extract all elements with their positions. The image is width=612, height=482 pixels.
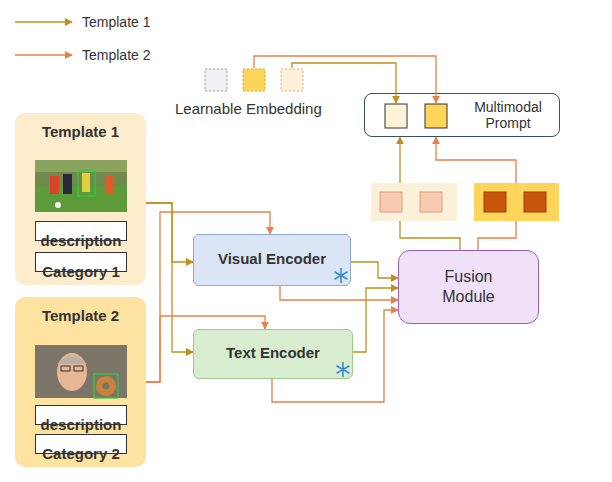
embedding-token [281, 69, 303, 91]
node-label: Visual Encoder [218, 250, 326, 267]
caption-label: Learnable Embedding [175, 100, 322, 117]
feature-token [524, 192, 546, 212]
photo-donut-hole [103, 383, 110, 390]
template-card: Template 2descriptionCategory 2 [15, 297, 146, 467]
legend-line [15, 21, 72, 23]
feature-pair [371, 183, 457, 221]
embedding-token [243, 69, 265, 91]
flow-arrow [272, 310, 398, 402]
template-card: Template 1 descriptionCategory 1 [15, 113, 146, 285]
bounding-box [78, 170, 95, 196]
field-box: Category 2 [35, 434, 127, 454]
node-label: Category 2 [36, 445, 126, 462]
node-label: Category 1 [36, 263, 126, 280]
photo-field [35, 186, 127, 212]
photo-player [63, 174, 72, 194]
photo [35, 345, 127, 398]
node-label: description [36, 416, 126, 433]
flow-arrow [436, 137, 516, 250]
flow-arrow [146, 316, 265, 382]
field-box: description [35, 405, 127, 425]
embedding-wire [254, 56, 436, 103]
embedding-token [205, 69, 227, 91]
flow-arrow [280, 286, 398, 300]
flow-arrow [146, 212, 270, 382]
node-label: Fusion Module [434, 267, 504, 307]
photo-glasses [61, 366, 70, 371]
encoder-box: Text Encoder [193, 329, 353, 379]
legend-label: Template 1 [82, 14, 150, 30]
photo-trees [35, 160, 127, 172]
feature-token [380, 192, 402, 212]
photo-glasses [74, 366, 83, 371]
photo-hair [57, 356, 87, 364]
feature-token [484, 192, 506, 212]
photo [35, 160, 127, 212]
bounding-box [94, 374, 118, 398]
fusion-box: Fusion Module [398, 250, 539, 324]
legend-label: Template 2 [82, 47, 150, 63]
embedding-wire [292, 63, 396, 103]
feature-token [420, 192, 442, 212]
encoder-box: Visual Encoder [193, 234, 351, 286]
frozen-icon [337, 362, 350, 377]
photo-player [50, 176, 59, 194]
edge-group [146, 137, 516, 402]
node-label: Template 2 [15, 307, 146, 324]
photo-player [82, 173, 90, 192]
field-box: Category 1 [35, 252, 127, 272]
flow-arrow [351, 262, 398, 278]
legend-line [15, 54, 72, 56]
field-box: description [35, 221, 127, 241]
photo-face [57, 353, 87, 391]
frozen-icon [335, 268, 348, 283]
prompt-token [385, 104, 407, 128]
flow-arrow [146, 203, 193, 352]
flow-arrow [353, 288, 398, 352]
node-label: Multimodal Prompt [461, 99, 555, 131]
flow-arrow [146, 203, 193, 262]
node-label: Text Encoder [226, 344, 320, 361]
node-label: description [36, 232, 126, 249]
prompt-box: Multimodal Prompt [364, 93, 560, 137]
photo-player [105, 175, 114, 194]
prompt-token [425, 104, 447, 128]
photo-ball [55, 202, 61, 208]
flow-arrow [400, 137, 460, 250]
photo-donut [96, 376, 116, 396]
feature-pair [474, 183, 559, 221]
node-label: Template 1 [15, 123, 146, 140]
